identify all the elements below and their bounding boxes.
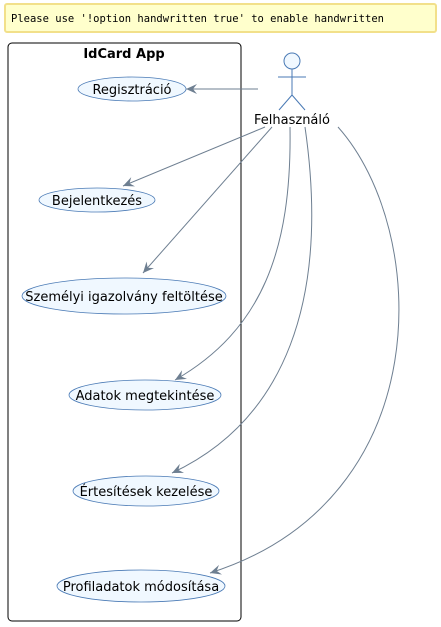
association-login	[122, 126, 266, 187]
use-case-view-data: Adatok megtekintése	[68, 379, 222, 411]
use-case-label: Bejelentkezés	[52, 194, 142, 209]
use-case-label: Profiladatok módosítása	[63, 580, 219, 595]
use-case-label: Regisztráció	[92, 83, 171, 98]
association-view-data	[174, 126, 291, 381]
system-title: IdCard App	[83, 47, 164, 62]
actor: Felhasználó	[254, 52, 330, 128]
use-case-label: Adatok megtekintése	[76, 389, 215, 404]
use-case-label: Értesítések kezelése	[80, 484, 213, 500]
use-case-login: Bejelentkezés	[38, 187, 156, 213]
use-case-registration: Regisztráció	[77, 76, 187, 102]
use-case-id-upload: Személyi igazolvány feltöltése	[21, 277, 227, 315]
banner-text: Please use '!option handwritten true' to…	[11, 13, 384, 25]
use-case-label: Személyi igazolvány feltöltése	[25, 290, 222, 305]
association-id-upload	[142, 126, 273, 274]
association-notifications	[171, 126, 313, 474]
actor-label: Felhasználó	[254, 113, 330, 128]
use-case-profile-edit: Profiladatok módosítása	[56, 569, 226, 603]
actor-icon	[278, 52, 306, 111]
associations	[122, 84, 400, 575]
system-boundary: IdCard App	[7, 42, 242, 622]
warning-banner: Please use '!option handwritten true' to…	[4, 3, 437, 33]
association-profile-edit	[209, 126, 400, 575]
use-case-notifications: Értesítések kezelése	[72, 475, 220, 507]
